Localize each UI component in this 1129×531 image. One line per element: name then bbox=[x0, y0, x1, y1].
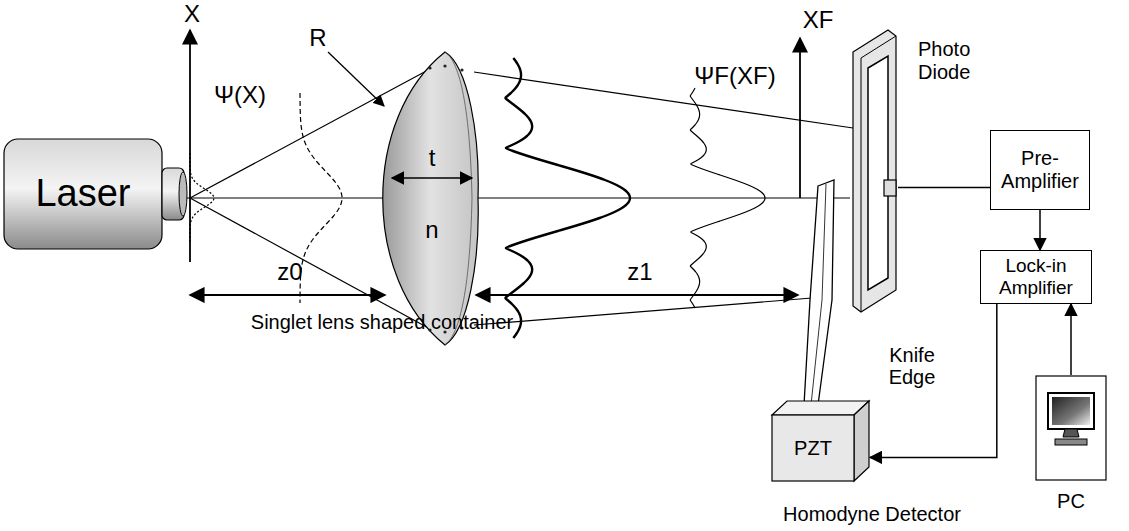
intensity-profile bbox=[190, 153, 214, 243]
part-label: Homodyne Detector bbox=[783, 503, 961, 525]
knife-edge-blade bbox=[804, 180, 834, 405]
field-label: Ψ(X) bbox=[214, 82, 266, 108]
pzt-stage-label: PZT bbox=[794, 437, 832, 460]
radius-leader bbox=[328, 52, 384, 106]
photo-diode: Photo Diode bbox=[848, 28, 898, 313]
z1-dimension bbox=[476, 294, 798, 296]
lock-in-amplifier-box-label: Lock-in Amplifier bbox=[984, 255, 1088, 299]
lens-container bbox=[383, 52, 478, 345]
signal-wire bbox=[898, 187, 990, 189]
thickness-label: t bbox=[429, 145, 436, 171]
index-label: n bbox=[425, 217, 438, 243]
field-label: ΨF(XF) bbox=[694, 63, 775, 89]
axis-label: X bbox=[184, 1, 200, 27]
dimension-label: z0 bbox=[277, 259, 302, 285]
lock-in-amplifier-box: Lock-in Amplifier bbox=[980, 250, 1092, 304]
intensity-profile bbox=[505, 58, 630, 338]
lens-rim bbox=[445, 52, 472, 345]
signal-wire bbox=[870, 304, 997, 457]
dimension-label: z1 bbox=[627, 259, 652, 285]
laser-body: Laser bbox=[3, 138, 188, 250]
pc-computer: PC bbox=[1035, 375, 1107, 513]
intensity-profile bbox=[300, 93, 342, 303]
pc-computer-label: PC bbox=[1057, 490, 1085, 513]
laser-body-label: Laser bbox=[35, 172, 130, 216]
axis-label: XF bbox=[803, 7, 834, 33]
photo-diode-label: Photo Diode bbox=[918, 38, 988, 84]
pzt-stage: PZT bbox=[772, 400, 870, 482]
caption-label: Singlet lens shaped container bbox=[251, 311, 513, 333]
knife-edge-bevel bbox=[811, 184, 826, 405]
xf-axis bbox=[799, 38, 801, 198]
beam-edge bbox=[474, 298, 812, 325]
z0-dimension bbox=[190, 294, 385, 296]
x-axis bbox=[189, 30, 191, 262]
thickness-arrow bbox=[392, 177, 472, 179]
signal-wire bbox=[1039, 210, 1041, 250]
beam-profiles bbox=[190, 58, 765, 338]
photo-diode-outline bbox=[848, 28, 898, 313]
lens-dot bbox=[428, 66, 431, 69]
pre-amplifier-box: Pre-Amplifier bbox=[990, 130, 1090, 210]
part-label: Knife Edge bbox=[877, 344, 947, 388]
lens-dot bbox=[443, 64, 446, 67]
radius-label: R bbox=[309, 25, 326, 51]
intensity-profile bbox=[690, 88, 765, 308]
lens-dot bbox=[460, 68, 463, 71]
signal-wire bbox=[1070, 304, 1072, 375]
optical-axis bbox=[185, 198, 850, 199]
pre-amplifier-box-label: Pre-Amplifier bbox=[994, 147, 1086, 193]
